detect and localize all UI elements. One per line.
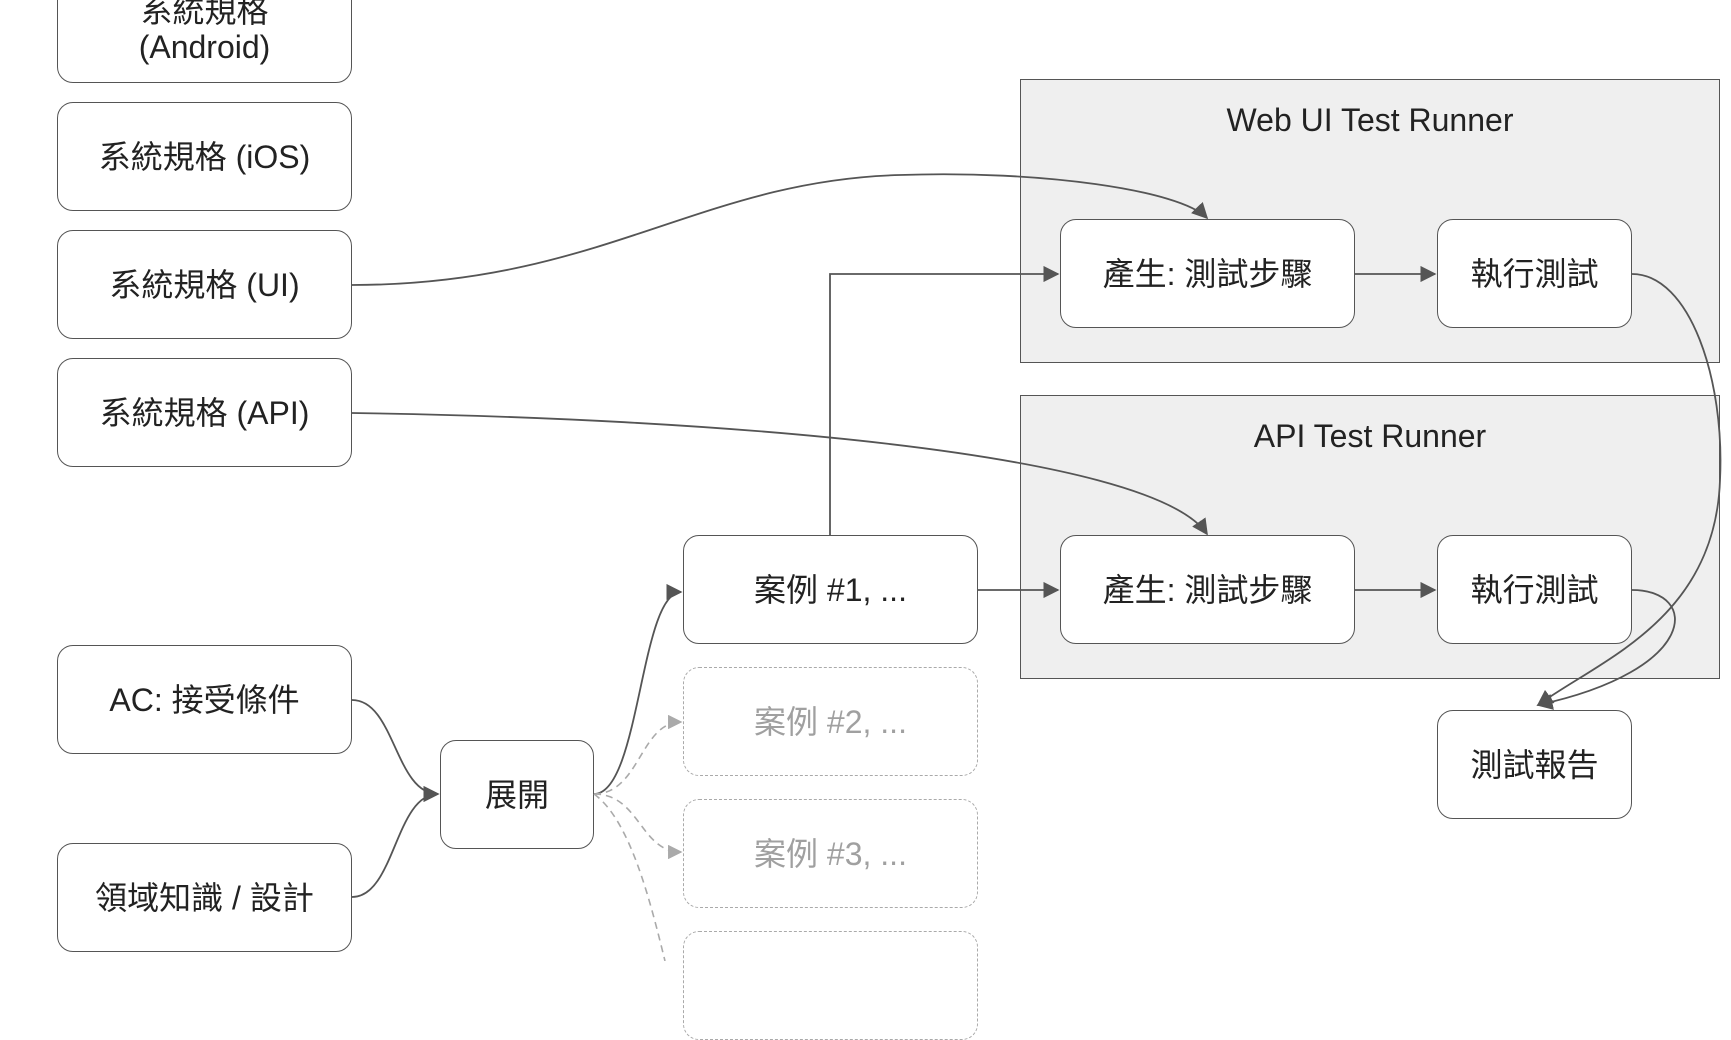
- test-report-label: 測試報告: [1470, 746, 1599, 783]
- spec-android-line2: (Android): [138, 28, 271, 65]
- spec-ios-label: 系統規格 (iOS): [98, 138, 311, 175]
- web-generate-steps-label: 產生: 測試步驟: [1102, 255, 1313, 292]
- edge-api-execute-to-report: [1536, 589, 1676, 710]
- diagram-canvas: Web UI Test Runner API Test Runner 系統規格 …: [57, 0, 1722, 1040]
- expand-node[interactable]: 展開: [440, 740, 594, 849]
- spec-api-node[interactable]: 系統規格 (API): [57, 358, 352, 467]
- edge-spec-ui-to-web-generate: [351, 173, 1209, 286]
- case-1-label: 案例 #1, ...: [754, 571, 907, 608]
- case-2-node[interactable]: 案例 #2, ...: [683, 667, 978, 776]
- spec-android-line1: 系統規格: [140, 0, 269, 29]
- edge-case-1-to-web-generate: [829, 265, 1060, 535]
- spec-ios-node[interactable]: 系統規格 (iOS): [57, 102, 352, 211]
- edge-expand-to-case-1: [593, 583, 683, 795]
- web-execute-test-label: 執行測試: [1470, 255, 1599, 292]
- web-generate-steps-node[interactable]: 產生: 測試步驟: [1060, 219, 1355, 328]
- spec-android-node[interactable]: 系統規格 (Android): [57, 0, 352, 83]
- web-ui-test-runner-title: Web UI Test Runner: [1226, 102, 1514, 138]
- spec-api-label: 系統規格 (API): [99, 394, 310, 431]
- case-3-label: 案例 #3, ...: [754, 835, 907, 872]
- case-3-node[interactable]: 案例 #3, ...: [683, 799, 978, 908]
- edge-expand-to-case-2: [593, 714, 683, 795]
- acceptance-criteria-label: AC: 接受條件: [109, 681, 300, 718]
- test-report-node[interactable]: 測試報告: [1437, 710, 1632, 819]
- acceptance-criteria-node[interactable]: AC: 接受條件: [57, 645, 352, 754]
- spec-ui-label: 系統規格 (UI): [109, 266, 300, 303]
- edge-spec-api-to-api-generate: [351, 412, 1208, 536]
- api-generate-steps-node[interactable]: 產生: 測試步驟: [1060, 535, 1355, 644]
- api-execute-test-label: 執行測試: [1470, 571, 1599, 608]
- api-generate-steps-label: 產生: 測試步驟: [1102, 571, 1313, 608]
- edge-web-execute-to-report: [1536, 273, 1722, 706]
- edge-ac-to-expand: [351, 699, 440, 803]
- domain-knowledge-node[interactable]: 領域知識 / 設計: [57, 843, 352, 952]
- domain-knowledge-label: 領域知識 / 設計: [95, 879, 314, 916]
- case-2-label: 案例 #2, ...: [754, 703, 907, 740]
- case-1-node[interactable]: 案例 #1, ...: [683, 535, 978, 644]
- web-execute-test-node[interactable]: 執行測試: [1437, 219, 1632, 328]
- edge-expand-to-case-4: [593, 793, 666, 961]
- api-test-runner-title: API Test Runner: [1253, 418, 1487, 454]
- edges-layer: [351, 173, 1722, 961]
- api-execute-test-node[interactable]: 執行測試: [1437, 535, 1632, 644]
- expand-label: 展開: [484, 776, 549, 813]
- edge-expand-to-case-3: [593, 793, 683, 860]
- edge-domain-to-expand: [351, 785, 440, 898]
- spec-ui-node[interactable]: 系統規格 (UI): [57, 230, 352, 339]
